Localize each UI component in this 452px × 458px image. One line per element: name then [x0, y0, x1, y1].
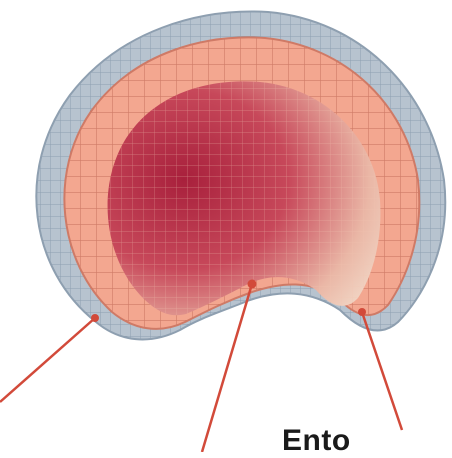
- pointer-label-partial: Ento: [282, 424, 351, 458]
- pointer-tip-left: [91, 314, 99, 322]
- pointer-line-left: [0, 318, 95, 402]
- pointer-tip-middle: [248, 280, 257, 289]
- pointer-tip-right: [358, 308, 366, 316]
